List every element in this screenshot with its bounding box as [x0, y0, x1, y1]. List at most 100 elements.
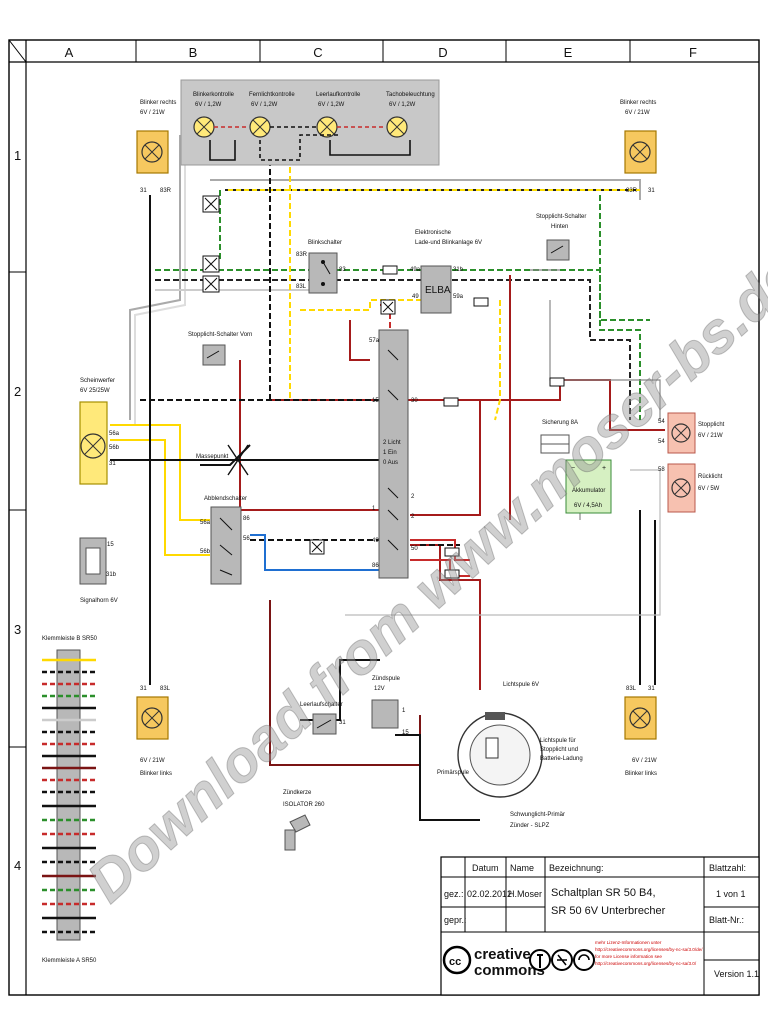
- svg-text:Scheinwerfer: Scheinwerfer: [80, 378, 115, 384]
- svg-text:49: 49: [412, 294, 419, 300]
- column-label-c: C: [313, 45, 322, 60]
- svg-text:6V / 1,2W: 6V / 1,2W: [195, 102, 222, 108]
- svg-text:gez.:: gez.:: [444, 889, 464, 899]
- zuendspule: Zündspule 12V 1 15: [371, 676, 409, 736]
- connector-blocks: [202, 195, 396, 555]
- stopplicht-schalter-hinten: Stopplicht-Schalter Hinten: [536, 214, 586, 261]
- klemmleiste-terminals: [42, 658, 96, 934]
- svg-text:6V / 5W: 6V / 5W: [698, 486, 720, 492]
- svg-text:Klemmleiste B SR50: Klemmleiste B SR50: [42, 636, 98, 642]
- sa-icon: [573, 949, 595, 971]
- svg-text:49a: 49a: [410, 267, 421, 273]
- svg-text:−: −: [571, 465, 575, 472]
- svg-text:Akkumulator: Akkumulator: [572, 488, 605, 494]
- svg-text:Stopplicht-Schalter: Stopplicht-Schalter: [536, 214, 586, 220]
- blinkschalter: Blinkschalter 83R 83 83L: [296, 240, 346, 294]
- svg-text:SR 50 6V Unterbrecher: SR 50 6V Unterbrecher: [551, 905, 666, 917]
- svg-text:Tachobeleuchtung: Tachobeleuchtung: [386, 92, 435, 98]
- svg-text:Schwunglicht-Primär: Schwunglicht-Primär: [510, 812, 565, 818]
- svg-text:Lichtspule für: Lichtspule für: [540, 738, 576, 744]
- lamp-stopplicht: Stopplicht 6V / 21W 54 54: [658, 412, 725, 454]
- svg-text:83: 83: [339, 267, 346, 273]
- akkumulator: − + Akkumulator 6V / 4,5Ah: [565, 459, 612, 514]
- signalhorn: 15 31b Signalhorn 6V: [79, 537, 118, 604]
- svg-text:http://creativecommons.org/lic: http://creativecommons.org/licenses/by-n…: [595, 947, 703, 952]
- row-label-1: 1: [14, 148, 21, 163]
- svg-text:31: 31: [648, 686, 655, 692]
- svg-text:mehr Lizenz-Informationen unte: mehr Lizenz-Informationen unter: [595, 940, 662, 945]
- row-label-2: 2: [14, 384, 21, 399]
- svg-text:Batterie-Ladung: Batterie-Ladung: [540, 756, 583, 762]
- svg-text:6V / 1,2W: 6V / 1,2W: [251, 102, 278, 108]
- svg-text:ELBA: ELBA: [425, 285, 451, 296]
- row-label-4: 4: [14, 858, 21, 873]
- svg-text:31b: 31b: [453, 267, 464, 273]
- svg-text:1 von 1: 1 von 1: [716, 889, 746, 899]
- svg-text:31: 31: [140, 686, 147, 692]
- lichtspule-schwunglicht: Lichtspule 6V Lichtspule für Stopplicht …: [437, 682, 583, 829]
- svg-text:2: 2: [411, 514, 415, 520]
- svg-text:Sicherung 8A: Sicherung 8A: [542, 420, 578, 426]
- svg-text:Leerlaufschalter: Leerlaufschalter: [300, 702, 343, 708]
- svg-text:Zündkerze: Zündkerze: [283, 790, 312, 796]
- svg-text:H.Moser: H.Moser: [508, 889, 542, 899]
- svg-text:6V / 1,2W: 6V / 1,2W: [389, 102, 416, 108]
- svg-text:Rücklicht: Rücklicht: [698, 474, 723, 480]
- column-label-d: D: [438, 45, 447, 60]
- svg-text:83L: 83L: [626, 686, 637, 692]
- title-block: Datum Name Bezeichnung: Blattzahl: gez.:…: [440, 856, 760, 996]
- creative-commons-logo: cc creative commons: [442, 945, 595, 979]
- license-text: mehr Lizenz-Informationen unter http://c…: [595, 940, 703, 966]
- svg-text:Primärspule: Primärspule: [437, 770, 470, 776]
- svg-text:Blinkschalter: Blinkschalter: [308, 240, 342, 246]
- svg-text:59a: 59a: [453, 294, 464, 300]
- column-label-b: B: [189, 45, 198, 60]
- svg-text:Blinker rechts: Blinker rechts: [620, 100, 656, 106]
- svg-text:Schaltplan SR 50 B4,: Schaltplan SR 50 B4,: [551, 887, 656, 899]
- svg-text:6V / 21W: 6V / 21W: [140, 758, 165, 764]
- row-dividers: [9, 271, 26, 748]
- wiring-harness: [110, 135, 665, 821]
- lamp-blinker-links-right: 83L 31 6V / 21W Blinker links: [624, 686, 657, 777]
- svg-text:56a: 56a: [200, 520, 211, 526]
- svg-text:Stopplicht und: Stopplicht und: [540, 747, 578, 753]
- zuendkerze: Zündkerze ISOLATOR 260: [283, 790, 325, 851]
- svg-text:56b: 56b: [200, 549, 211, 555]
- svg-text:83R: 83R: [626, 188, 638, 194]
- svg-text:Blinker rechts: Blinker rechts: [140, 100, 176, 106]
- leerlaufschalter: Leerlaufschalter 31: [300, 702, 346, 735]
- svg-text:83L: 83L: [296, 284, 307, 290]
- inline-fuses-top: [382, 265, 565, 579]
- cc-icon: [442, 945, 472, 975]
- svg-text:Bezeichnung:: Bezeichnung:: [549, 863, 604, 873]
- svg-text:Massepunkt: Massepunkt: [196, 454, 229, 460]
- row-label-3: 3: [14, 622, 21, 637]
- svg-text:Zündspule: Zündspule: [372, 676, 401, 682]
- svg-text:02.02.2012: 02.02.2012: [467, 889, 512, 899]
- lamp-blinker-rechts-left: Blinker rechts 6V / 21W 31 83R: [136, 100, 176, 194]
- lamp-ruecklicht: Rücklicht 6V / 5W 58: [658, 463, 723, 513]
- svg-text:31: 31: [140, 188, 147, 194]
- svg-text:12V: 12V: [374, 686, 385, 692]
- svg-text:1: 1: [402, 708, 406, 714]
- svg-text:6V / 4,5Ah: 6V / 4,5Ah: [574, 503, 602, 509]
- svg-text:31: 31: [339, 720, 346, 726]
- svg-text:Lade-und Blinkanlage 6V: Lade-und Blinkanlage 6V: [415, 240, 482, 246]
- svg-text:Fernlichtkontrolle: Fernlichtkontrolle: [249, 92, 295, 98]
- lamp-blinker-rechts-right: Blinker rechts 6V / 21W 83R 31: [620, 100, 657, 194]
- svg-text:6V 25/25W: 6V 25/25W: [80, 388, 110, 394]
- svg-text:49: 49: [372, 538, 379, 544]
- svg-text:2 Licht: 2 Licht: [383, 440, 401, 446]
- svg-text:Blinker links: Blinker links: [140, 771, 172, 777]
- column-dividers: [135, 40, 631, 62]
- svg-text:31b: 31b: [106, 572, 117, 578]
- svg-text:Leerlaufkontrolle: Leerlaufkontrolle: [316, 92, 361, 98]
- svg-text:56a: 56a: [109, 431, 120, 437]
- svg-text:56b: 56b: [109, 445, 120, 451]
- svg-text:2: 2: [411, 494, 415, 500]
- abblendschalter: Abblendschalter 56a 56b 56 86: [200, 496, 250, 585]
- svg-text:Stopplicht-Schalter Vorn: Stopplicht-Schalter Vorn: [188, 332, 252, 338]
- svg-text:31: 31: [109, 461, 116, 467]
- svg-text:Blinker links: Blinker links: [625, 771, 657, 777]
- svg-text:gepr.:: gepr.:: [444, 915, 467, 925]
